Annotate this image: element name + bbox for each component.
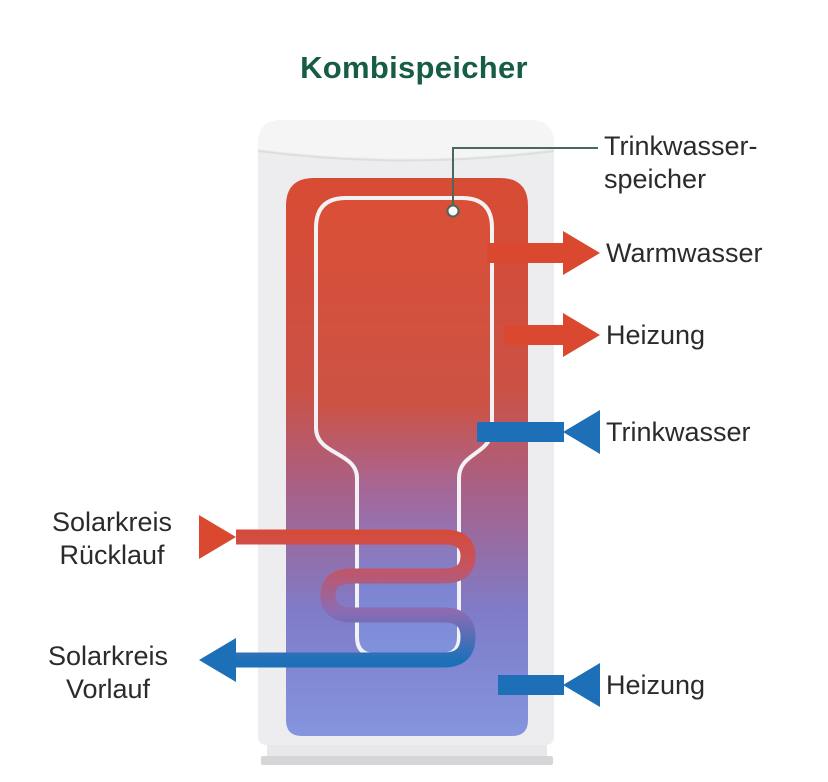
trinkwasser-arrow xyxy=(477,410,600,454)
solar-heat-exchanger-coil xyxy=(236,529,476,668)
heizung-return-arrow-bar xyxy=(498,675,564,695)
trinkwasserspeicher-pointer-dot xyxy=(446,204,460,218)
tank-top-seam xyxy=(257,150,555,162)
heizung-ruecklauf-arrow xyxy=(498,663,600,707)
label-warmwasser: Warmwasser xyxy=(606,238,763,268)
trinkwasser-arrowhead xyxy=(563,410,600,454)
diagram-title: Kombispeicher xyxy=(300,50,528,85)
warmwasser-arrow-bar xyxy=(487,243,564,263)
label-heizung-top: Heizung xyxy=(606,320,706,350)
trinkwasserspeicher-pointer-line xyxy=(452,147,598,205)
tank-base-foot xyxy=(261,756,553,765)
label-solarkreis-ruecklauf: Solarkreis Rücklauf xyxy=(51,507,173,570)
warmwasser-arrow xyxy=(487,231,600,275)
warmwasser-arrowhead xyxy=(563,231,600,275)
heizung-vorlauf-arrow xyxy=(504,313,600,357)
label-trinkwasser: Trinkwasser xyxy=(606,417,751,447)
label-trinkwasserspeicher: Trinkwasser- speicher xyxy=(604,131,758,194)
tank-top-cap xyxy=(258,120,554,159)
trinkwasser-arrow-bar xyxy=(477,422,564,442)
label-solarkreis-vorlauf: Solarkreis Vorlauf xyxy=(47,641,169,704)
solar-ruecklauf-arrowhead xyxy=(199,515,236,559)
label-heizung-bottom: Heizung xyxy=(606,670,706,700)
heizung-arrowhead xyxy=(563,313,600,357)
heizung-arrow-bar xyxy=(504,325,564,345)
heizung-return-arrowhead xyxy=(563,663,600,707)
solar-vorlauf-arrowhead xyxy=(199,638,236,682)
tank-base xyxy=(267,741,547,758)
